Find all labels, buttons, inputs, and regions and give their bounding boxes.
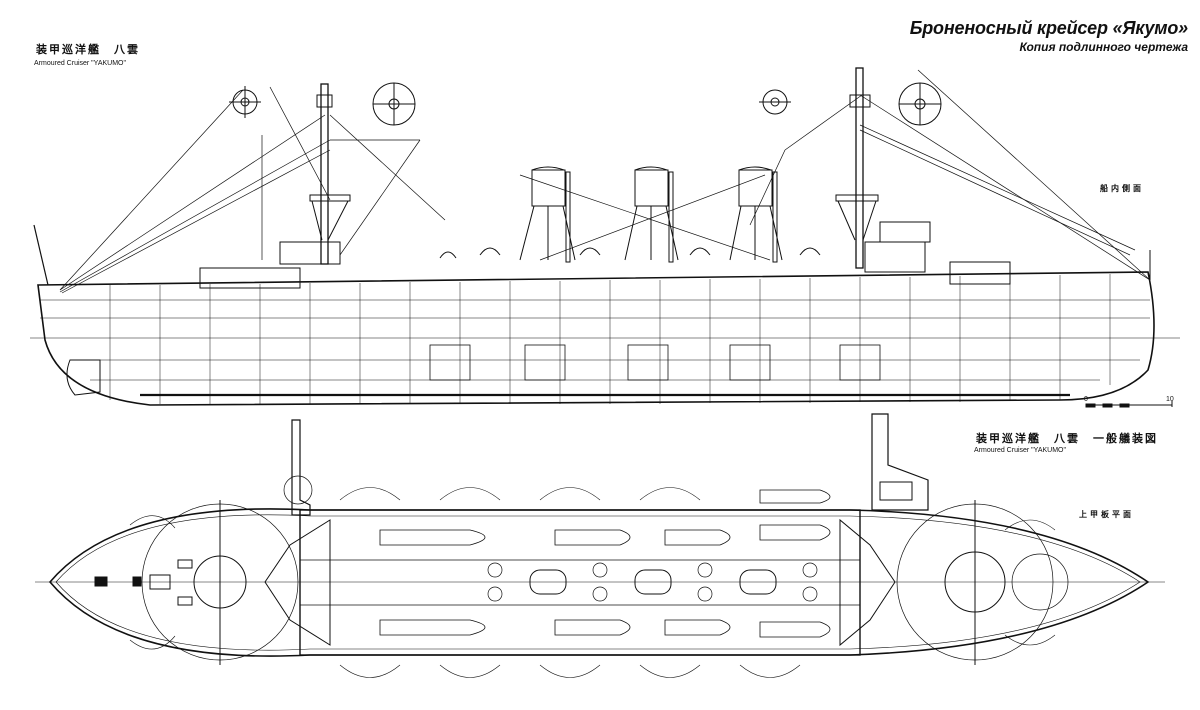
scale-bar [1085,401,1173,408]
side-gun-arcs [129,487,1056,678]
hull-plan [48,508,1150,657]
bow-fittings [94,559,193,606]
profile-title-en: Armoured Cruiser "YAKUMO" [34,60,126,67]
plan-view [35,413,1165,678]
profile-section-label: 船内側面 [1100,184,1144,193]
central-deck [299,509,861,656]
funnels [519,166,783,263]
funnel-bases [529,569,777,595]
crane-fore [283,419,313,516]
funnel-3 [729,166,783,263]
profile-title-jp: 装甲巡洋艦 八雲 [36,43,140,56]
funnel-1 [519,166,576,263]
machinery-spaces [429,344,881,381]
superstructure [199,221,1011,289]
profile-view [30,67,1180,408]
turret-fore [141,500,299,665]
mast-main [835,67,879,269]
frame-lines [109,274,1111,404]
plan-section-label: 上甲板平面 [1079,510,1134,519]
ventilators [487,562,818,602]
plan-title-en: Armoured Cruiser "YAKUMO" [974,447,1066,454]
rigging-lines [59,69,1151,294]
scale-start-label: 0 [1084,396,1088,403]
hull-profile [30,224,1180,406]
searchlight-icons [229,82,942,126]
drawing-subtitle: Копия подлинного чертежа [1019,40,1188,54]
funnel-2 [624,166,679,263]
crane-aft [871,413,929,511]
boats [379,489,831,638]
plan-title-jp: 装甲巡洋艦 八雲 一般艤装図 [976,432,1158,445]
scale-end-label: 10 [1166,396,1174,403]
drawing-title: Броненосный крейсер «Якумо» [909,18,1188,38]
turret-aft [896,500,1069,665]
